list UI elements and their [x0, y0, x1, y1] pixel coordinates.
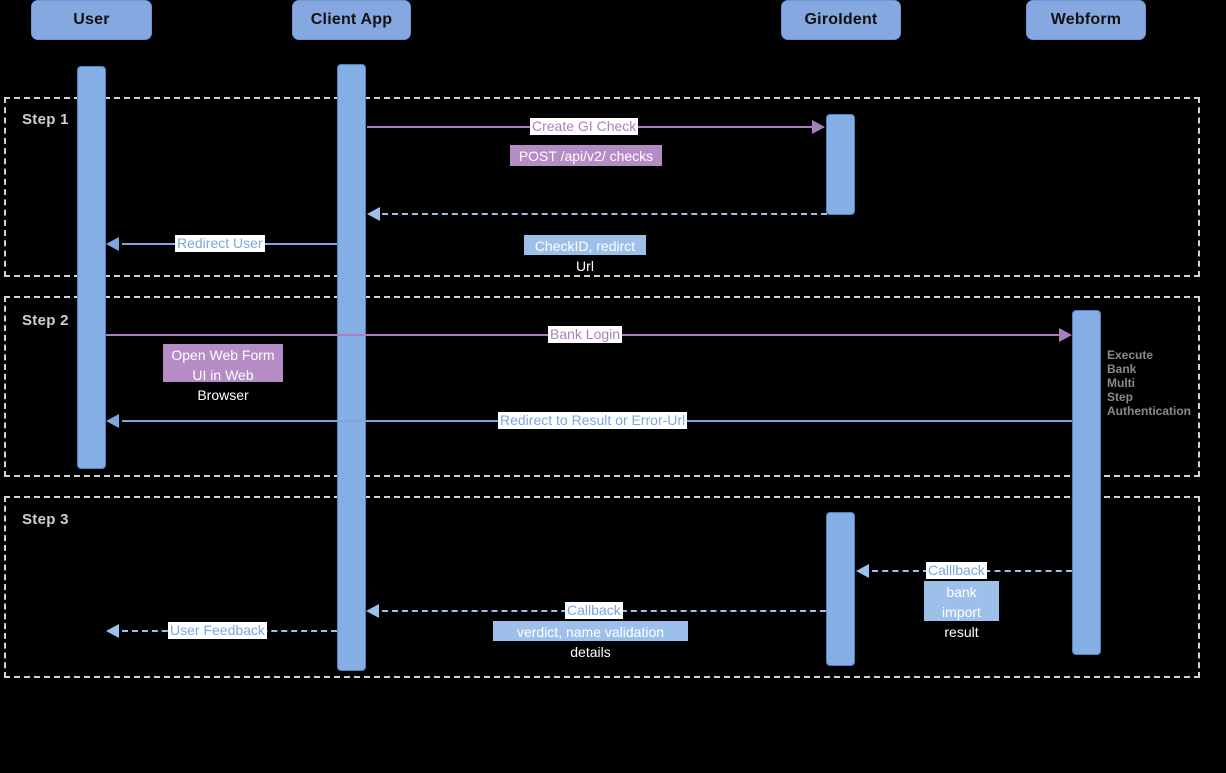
note-execute-bank-multi-step-authentication: Execute Bank Multi Step Authentication	[1107, 348, 1191, 418]
message-line-checkid-redirct-url	[382, 213, 827, 215]
frame-step-1	[4, 97, 1200, 277]
frame-step-2-label: Step 2	[22, 312, 69, 329]
note-post-api-v2-checks: POST /api/v2/ checks	[510, 145, 662, 166]
arrowhead-redirect-user	[106, 237, 119, 251]
arrowhead-bank-login	[1059, 328, 1072, 342]
arrowhead-redirect-to-result-or-error-url	[106, 414, 119, 428]
participant-webform[interactable]: Webform	[1026, 0, 1146, 40]
note-open-web-form: Open Web Form UI in Web Browser	[163, 344, 283, 403]
participant-client-app[interactable]: Client App	[292, 0, 411, 40]
note-checkid-redirct-url: CheckID, redirct Url	[524, 235, 646, 274]
activation-bar-user	[77, 66, 106, 469]
participant-user[interactable]: User	[31, 0, 152, 40]
frame-step-2	[4, 296, 1200, 477]
message-label-redirect-to-result-or-error-url: Redirect to Result or Error-Url	[498, 412, 688, 429]
frame-step-3-label: Step 3	[22, 511, 69, 528]
message-label-user-feedback: User Feedback	[168, 622, 267, 639]
message-label-redirect-user: Redirect User	[175, 235, 265, 252]
participant-giroident[interactable]: GiroIdent	[781, 0, 901, 40]
participant-giroident-label: GiroIdent	[804, 11, 878, 28]
participant-webform-label: Webform	[1050, 11, 1122, 28]
arrowhead-checkid-redirct-url	[367, 207, 380, 221]
message-label-create-gi-check: Create GI Check	[530, 118, 639, 135]
note-verdict-name-validation-details: verdict, name validation details	[493, 621, 688, 660]
message-label-bank-login: Bank Login	[548, 326, 623, 343]
participant-user-label: User	[73, 11, 110, 28]
message-label-calllback-webform: Calllback	[926, 562, 987, 579]
message-label-callback-giroident: Callback	[565, 602, 623, 619]
arrowhead-calllback-webform	[856, 564, 869, 578]
arrowhead-create-gi-check	[812, 120, 825, 134]
frame-step-3	[4, 496, 1200, 678]
activation-bar-webform	[1072, 310, 1101, 655]
arrowhead-user-feedback	[106, 624, 119, 638]
activation-bar-giroident-step3	[826, 512, 855, 666]
participant-client-app-label: Client App	[310, 11, 393, 28]
frame-step-1-label: Step 1	[22, 111, 69, 128]
note-bank-import-result: bank import result	[924, 581, 999, 640]
activation-bar-client-app	[337, 64, 366, 671]
activation-bar-giroident-step1	[826, 114, 855, 215]
arrowhead-callback-giroident	[366, 604, 379, 618]
